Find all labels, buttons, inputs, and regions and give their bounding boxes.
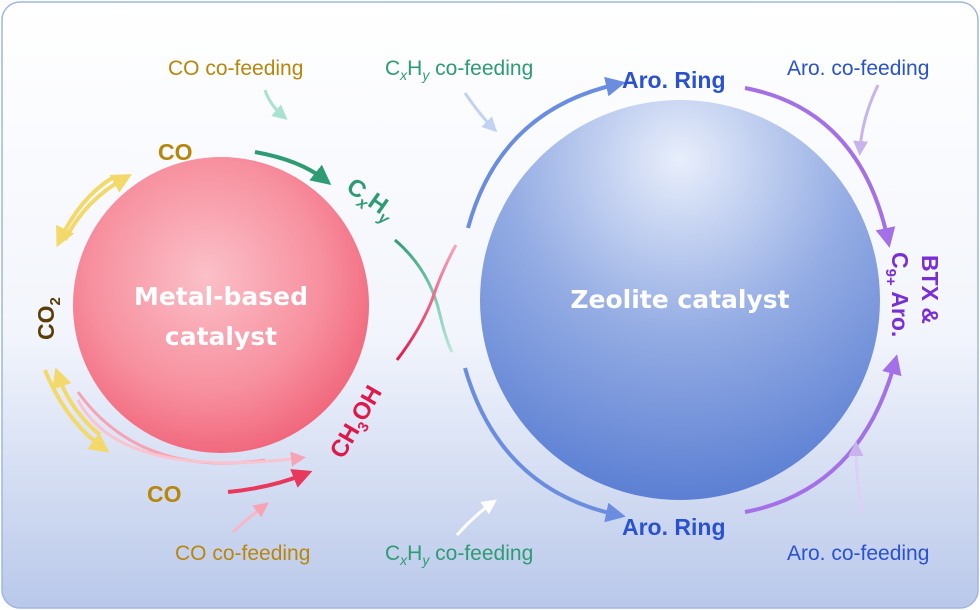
arrow-aro-ring-to-btx-top <box>744 86 896 248</box>
co-cofeeding-bottom-label: CO co-feeding <box>175 542 310 565</box>
cxhy-cofeeding-bottom-rest: co-feeding <box>429 542 533 565</box>
arrow-cxhy-cofeeding-bottom <box>455 499 497 537</box>
zeolite-catalyst-label: Zeolite catalyst <box>570 285 789 314</box>
arrow-cxhy-cofeeding-top <box>463 92 498 133</box>
arrow-aro-cofeeding-top <box>853 84 880 156</box>
arrow-aro-cofeeding-bottom <box>848 441 864 513</box>
co2-main: CO <box>33 306 59 341</box>
metal-catalyst-label-line2: catalyst <box>165 322 277 351</box>
line-cxhy-to-zeolite <box>394 238 454 353</box>
aro-cofeeding-bottom-label: Aro. co-feeding <box>787 542 929 565</box>
arrow-co-to-co2-bottom <box>52 367 102 437</box>
arrow-co-cofeeding-bottom <box>231 502 269 534</box>
cxhy-cofeeding-top-rest: co-feeding <box>429 57 533 80</box>
co2-label: CO2 <box>33 297 64 340</box>
svg-text:CO2: CO2 <box>33 297 64 340</box>
arrow-co-to-ch3oh <box>227 469 313 494</box>
btx-label: BTX & C9+ Aro. <box>882 252 943 337</box>
aro-cofeeding-top-label: Aro. co-feeding <box>787 57 929 80</box>
cxhy-cofeeding-bottom-c: C <box>385 542 400 565</box>
cxhy-cofeeding-top-c: C <box>385 57 400 80</box>
aro-ring-bottom-label: Aro. Ring <box>622 514 726 540</box>
arrow-co-cofeeding-top <box>263 89 288 120</box>
btx-rest: Aro. <box>887 286 913 338</box>
arc-pink-outer <box>76 399 306 467</box>
metal-catalyst-circle <box>73 157 369 453</box>
cxhy-cofeeding-bottom-label: CxHy co-feeding <box>385 542 533 568</box>
cxhy-cofeeding-top-x: x <box>399 67 408 83</box>
cxhy-cofeeding-bottom-y: y <box>421 552 430 568</box>
arrow-co2-to-co-bottom <box>43 369 110 453</box>
arrow-co-to-cxhy <box>254 150 332 185</box>
co-cofeeding-top-label: CO co-feeding <box>168 57 303 80</box>
cxhy-cofeeding-top-y: y <box>421 67 430 83</box>
arrow-co-to-co2-top <box>56 176 114 248</box>
cxhy-cofeeding-top-label: CxHy co-feeding <box>385 57 533 83</box>
co-top-label: CO <box>158 139 193 165</box>
arrow-zeolite-to-aro-ring-top <box>466 76 626 229</box>
arrow-aro-ring-to-btx-bottom <box>744 354 902 514</box>
btx-sub: 9+ <box>882 269 899 286</box>
cxhy-cofeeding-bottom-h: H <box>407 542 422 565</box>
arrow-zeolite-to-aro-ring-bottom <box>463 367 626 523</box>
btx-line2: C9+ Aro. <box>882 252 913 337</box>
cxhy-cofeeding-bottom-x: x <box>399 552 408 568</box>
metal-catalyst-label-line1: Metal-based <box>134 282 308 311</box>
co2-sub: 2 <box>47 297 64 305</box>
zeolite-catalyst-circle <box>480 100 880 500</box>
btx-line1: BTX & <box>917 255 943 324</box>
cxhy-cofeeding-top-h: H <box>407 57 422 80</box>
co-bottom-label: CO <box>147 481 182 507</box>
btx-c: C <box>887 252 913 269</box>
line-ch3oh-to-zeolite <box>395 244 458 361</box>
aro-ring-top-label: Aro. Ring <box>622 67 726 93</box>
